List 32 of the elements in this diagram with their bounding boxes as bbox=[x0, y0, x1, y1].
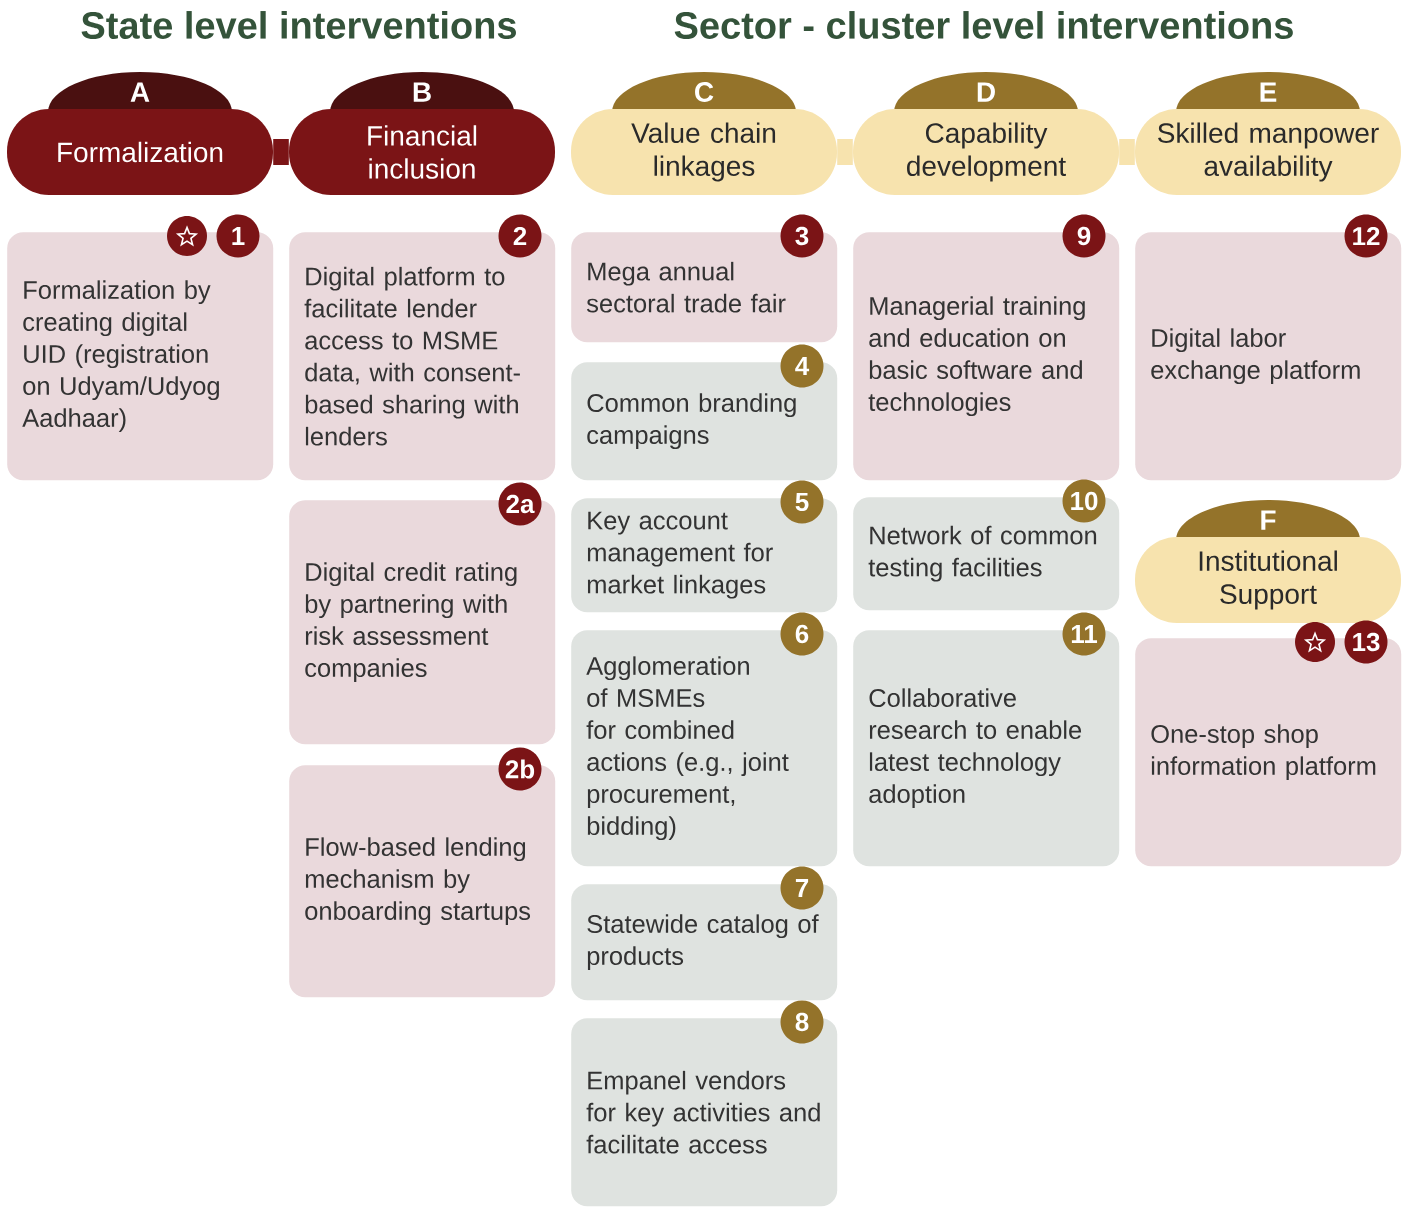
category-pill: Value chain linkages bbox=[571, 109, 837, 195]
letter-tab: A bbox=[48, 72, 232, 112]
category-pill: Financial inclusion bbox=[289, 109, 555, 195]
category-pill: Formalization bbox=[7, 109, 273, 195]
category-pill: Institutional Support bbox=[1135, 537, 1401, 623]
section-heading: Sector - cluster level interventions bbox=[674, 11, 1293, 39]
number-badge: 8 bbox=[780, 1000, 824, 1044]
number-badge: 12 bbox=[1344, 214, 1388, 258]
number-badge: 4 bbox=[780, 344, 824, 388]
connector-bar bbox=[837, 139, 853, 165]
section-heading: State level interventions bbox=[81, 11, 516, 39]
connector-bar bbox=[273, 139, 289, 165]
letter-tab: C bbox=[612, 72, 796, 112]
number-badge: 5 bbox=[780, 480, 824, 524]
number-badge: 3 bbox=[780, 214, 824, 258]
number-badge: 11 bbox=[1062, 612, 1106, 656]
category-pill: Capability development bbox=[853, 109, 1119, 195]
number-badge: 13 bbox=[1344, 620, 1388, 664]
letter-tab: E bbox=[1176, 72, 1360, 112]
number-badge: 2 bbox=[498, 214, 542, 258]
number-badge: 1 bbox=[216, 214, 260, 258]
number-badge: 2a bbox=[498, 482, 542, 526]
letter-tab: F bbox=[1176, 500, 1360, 540]
number-badge: 9 bbox=[1062, 214, 1106, 258]
letter-tab: D bbox=[894, 72, 1078, 112]
number-badge: 10 bbox=[1062, 479, 1106, 523]
number-badge: 2b bbox=[498, 747, 542, 791]
category-pill: Skilled manpower availability bbox=[1135, 109, 1401, 195]
letter-tab: B bbox=[330, 72, 514, 112]
number-badge: 7 bbox=[780, 866, 824, 910]
connector-bar bbox=[1119, 139, 1135, 165]
number-badge: 6 bbox=[780, 612, 824, 656]
